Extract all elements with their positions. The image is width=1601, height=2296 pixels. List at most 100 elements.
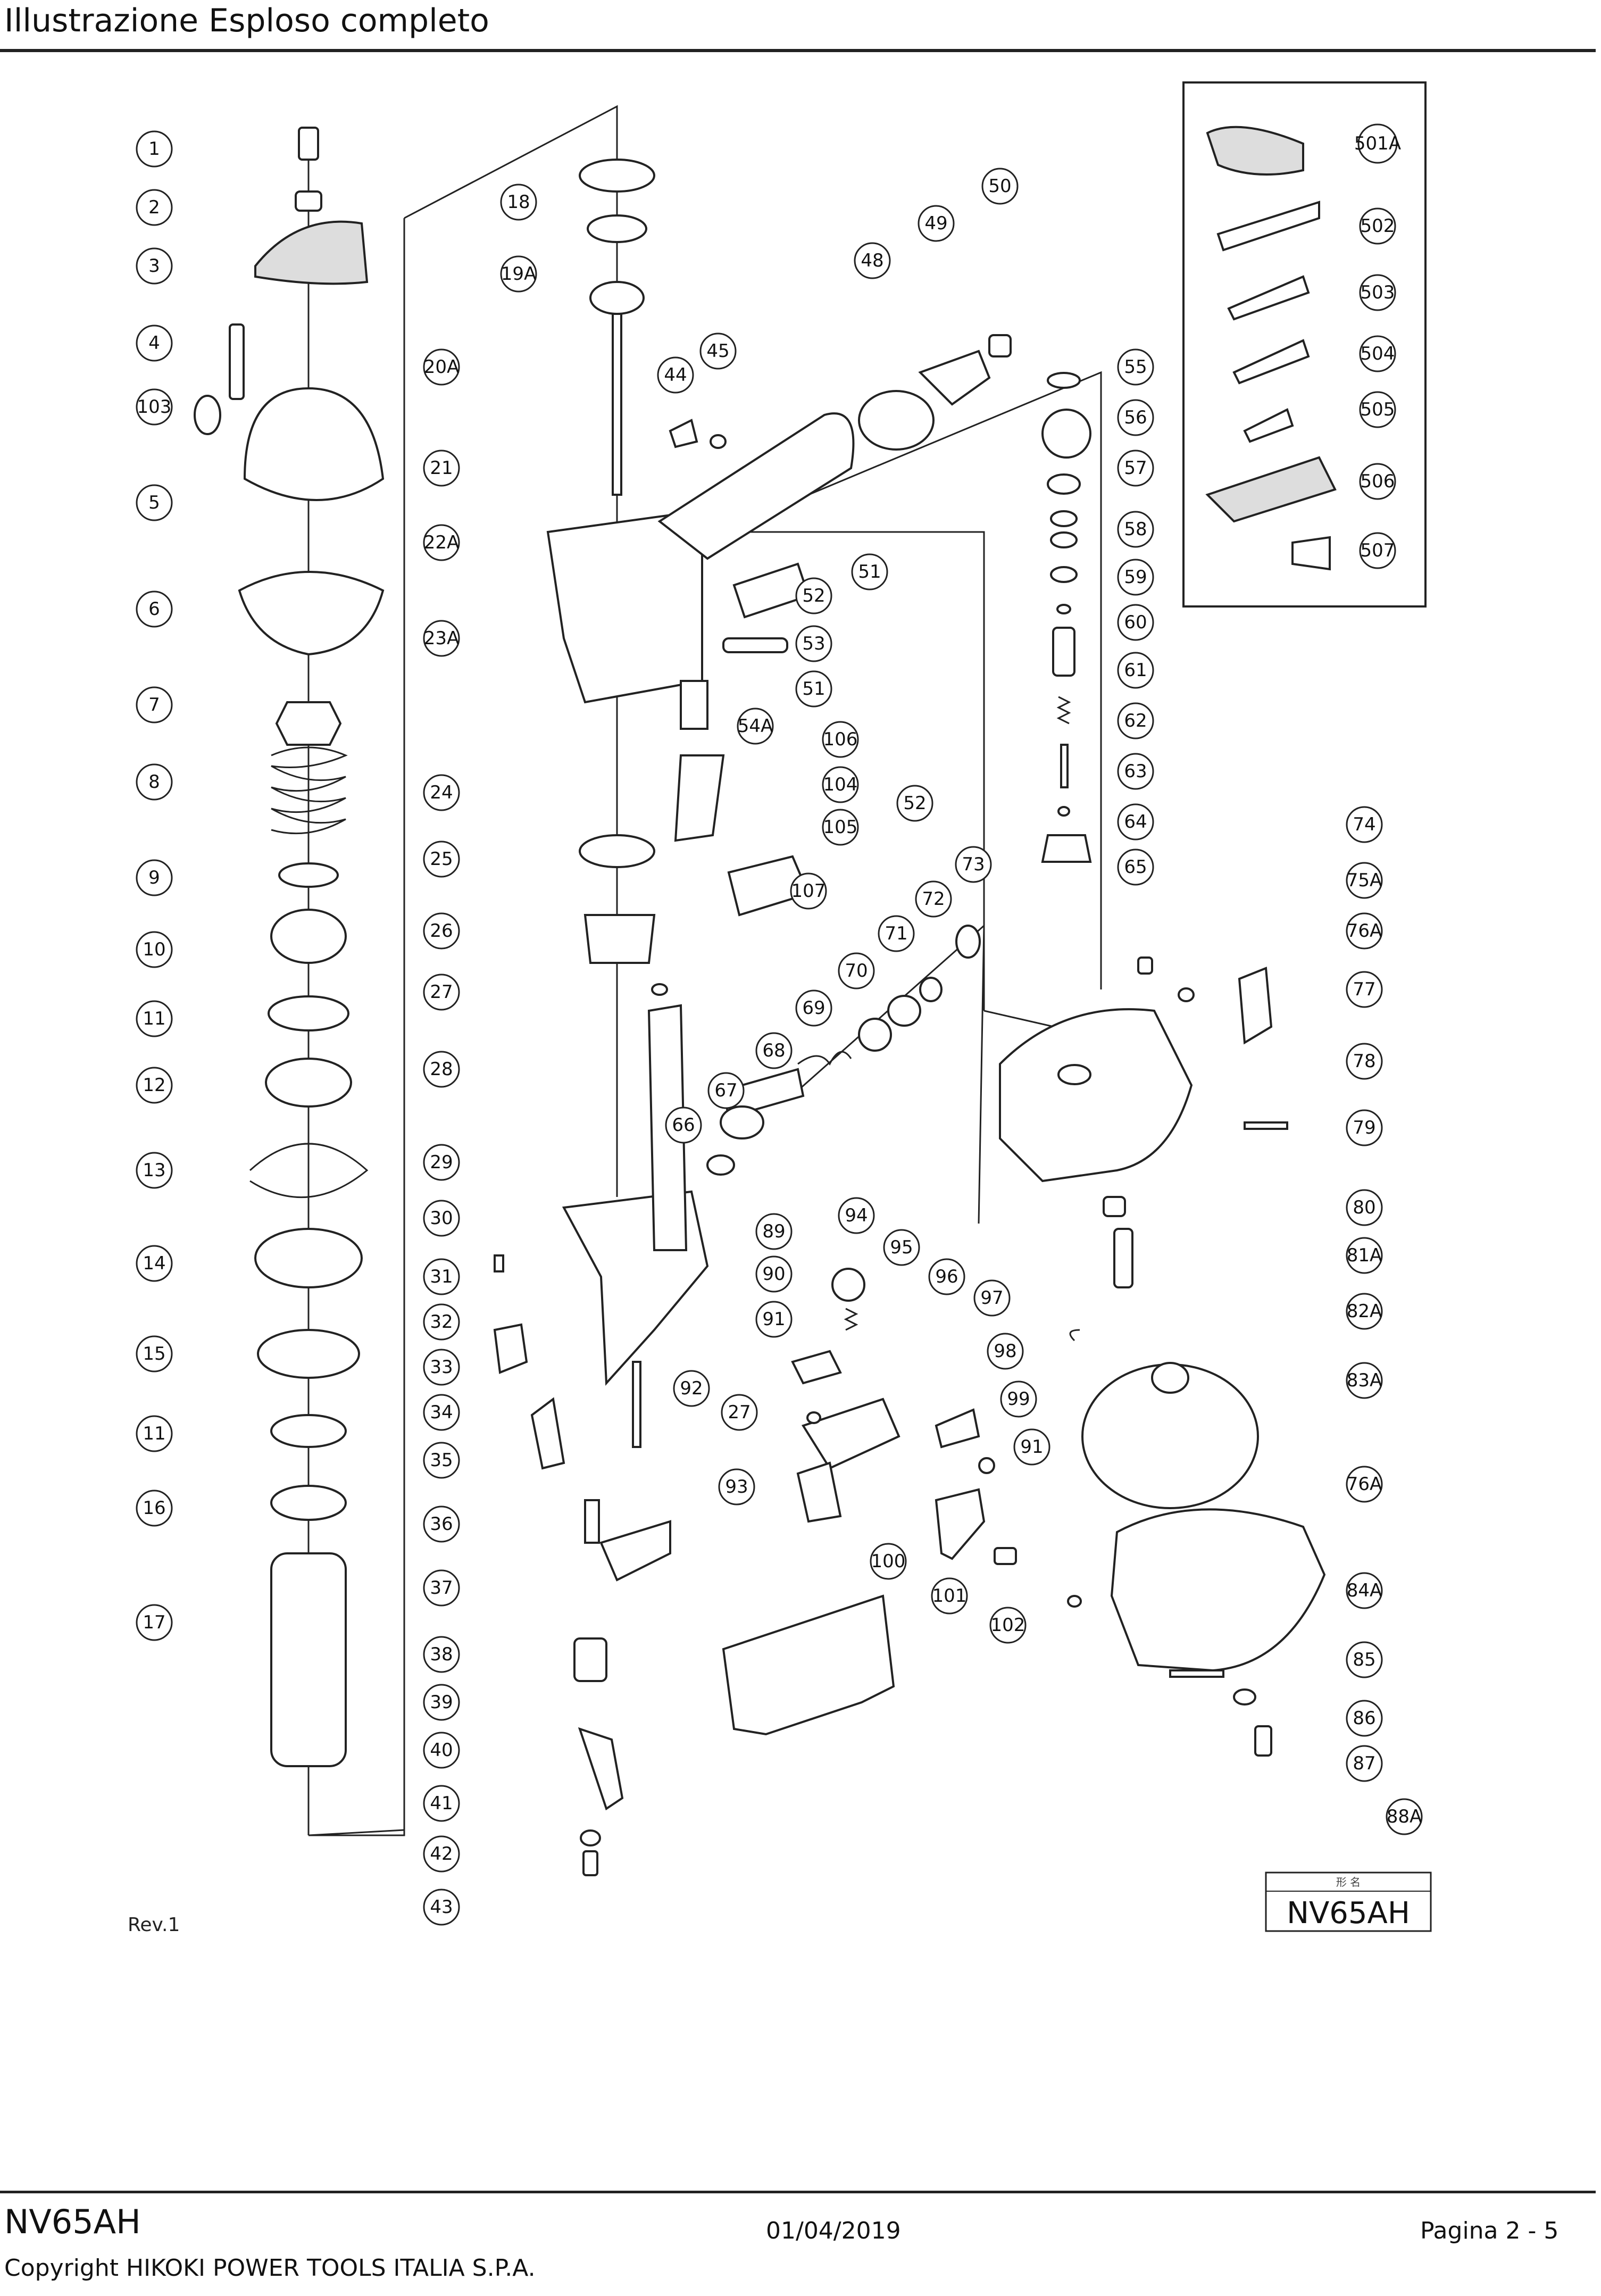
callout-number: 80 <box>1353 1197 1375 1218</box>
callout-number: 35 <box>430 1450 453 1471</box>
callout-97: 97 <box>973 1279 1011 1317</box>
callout-number: 502 <box>1361 215 1395 237</box>
callout-77: 77 <box>1346 971 1383 1008</box>
callout-88A: 88A <box>1386 1798 1423 1835</box>
callout-32: 32 <box>423 1303 460 1341</box>
callout-49: 49 <box>918 205 955 242</box>
callout-9: 9 <box>136 859 173 896</box>
callout-number: 42 <box>430 1843 453 1865</box>
callout-4: 4 <box>136 325 173 362</box>
callout-number: 90 <box>762 1263 785 1285</box>
callout-number: 91 <box>762 1309 785 1330</box>
callout-number: 33 <box>430 1357 453 1378</box>
callout-number: 19A <box>501 263 537 285</box>
callout-21: 21 <box>423 450 460 487</box>
callout-number: 27 <box>430 981 453 1003</box>
callout-501A: 501A <box>1354 123 1401 164</box>
callout-number: 66 <box>672 1114 695 1136</box>
callout-number: 83A <box>1347 1370 1382 1391</box>
callout-71: 71 <box>878 915 915 952</box>
callout-95: 95 <box>883 1229 920 1266</box>
callout-36: 36 <box>423 1505 460 1543</box>
callout-73: 73 <box>955 846 992 883</box>
callout-number: 31 <box>430 1266 453 1287</box>
callout-number: 18 <box>507 192 530 213</box>
callout-number: 506 <box>1361 471 1395 492</box>
callout-19A: 19A <box>500 255 537 293</box>
callout-56: 56 <box>1117 399 1154 436</box>
callout-number: 40 <box>430 1740 453 1761</box>
callout-number: 94 <box>845 1205 868 1226</box>
callout-number: 501A <box>1354 133 1401 154</box>
callout-number: 62 <box>1124 710 1147 731</box>
callout-26: 26 <box>423 912 460 950</box>
callout-number: 1 <box>148 138 160 160</box>
callout-number: 53 <box>802 633 825 654</box>
footer-rule <box>0 2191 1596 2193</box>
callout-51: 51 <box>851 553 888 590</box>
callout-number: 5 <box>148 492 160 513</box>
revision-label: Rev.1 <box>128 1914 180 1936</box>
callout-65: 65 <box>1117 848 1154 886</box>
callout-number: 87 <box>1353 1753 1375 1774</box>
callout-17: 17 <box>136 1604 173 1641</box>
callout-number: 100 <box>871 1551 906 1572</box>
callout-51: 51 <box>795 670 832 708</box>
callout-number: 57 <box>1124 457 1147 479</box>
callout-number: 82A <box>1347 1301 1382 1322</box>
callout-18: 18 <box>500 184 537 221</box>
callout-number: 11 <box>143 1008 165 1029</box>
callout-number: 105 <box>823 817 858 838</box>
callout-number: 86 <box>1353 1708 1375 1729</box>
callout-number: 48 <box>861 250 883 271</box>
callout-34: 34 <box>423 1394 460 1431</box>
callout-number: 98 <box>994 1341 1016 1362</box>
callout-number: 8 <box>148 771 160 793</box>
callout-number: 68 <box>762 1040 785 1061</box>
callout-number: 101 <box>932 1585 967 1607</box>
callout-number: 61 <box>1124 660 1147 681</box>
callout-78: 78 <box>1346 1043 1383 1080</box>
callout-38: 38 <box>423 1636 460 1673</box>
callout-number: 4 <box>148 332 160 354</box>
callout-66: 66 <box>665 1107 702 1144</box>
callout-85: 85 <box>1346 1641 1383 1678</box>
callout-100: 100 <box>870 1543 907 1580</box>
callout-2: 2 <box>136 189 173 226</box>
model-box: 形 名 NV65AH <box>1265 1871 1432 1932</box>
callout-504: 504 <box>1359 335 1396 372</box>
callout-42: 42 <box>423 1835 460 1873</box>
callout-502: 502 <box>1359 207 1396 245</box>
callout-number: 56 <box>1124 407 1147 428</box>
callout-68: 68 <box>755 1032 793 1069</box>
callout-layer: 1234103567891011121314151116171819A20A21… <box>136 123 1423 1926</box>
callout-number: 65 <box>1124 856 1147 878</box>
callout-91: 91 <box>755 1301 793 1338</box>
callout-number: 22A <box>424 532 460 553</box>
callout-number: 16 <box>143 1498 165 1519</box>
callout-number: 21 <box>430 457 453 479</box>
callout-number: 30 <box>430 1208 453 1229</box>
accessory-parts <box>1205 126 1337 571</box>
callout-number: 38 <box>430 1644 453 1665</box>
callout-number: 29 <box>430 1152 453 1173</box>
callout-503: 503 <box>1359 274 1396 311</box>
callout-31: 31 <box>423 1258 460 1295</box>
callout-number: 106 <box>823 729 858 750</box>
callout-number: 69 <box>802 997 825 1019</box>
callout-506: 506 <box>1359 463 1396 500</box>
callout-76A: 76A <box>1346 912 1383 950</box>
callout-number: 99 <box>1007 1388 1030 1410</box>
trigger-parts <box>647 1004 1017 1736</box>
right-stack-parts <box>1041 372 1092 863</box>
callout-number: 32 <box>430 1311 453 1333</box>
callout-number: 64 <box>1124 811 1147 833</box>
callout-number: 13 <box>143 1160 165 1181</box>
callout-75A: 75A <box>1346 862 1383 899</box>
callout-86: 86 <box>1346 1700 1383 1737</box>
callout-number: 27 <box>728 1402 751 1423</box>
footer-date: 01/04/2019 <box>766 2217 901 2244</box>
callout-number: 107 <box>791 880 826 902</box>
left-column-parts <box>194 127 385 1767</box>
